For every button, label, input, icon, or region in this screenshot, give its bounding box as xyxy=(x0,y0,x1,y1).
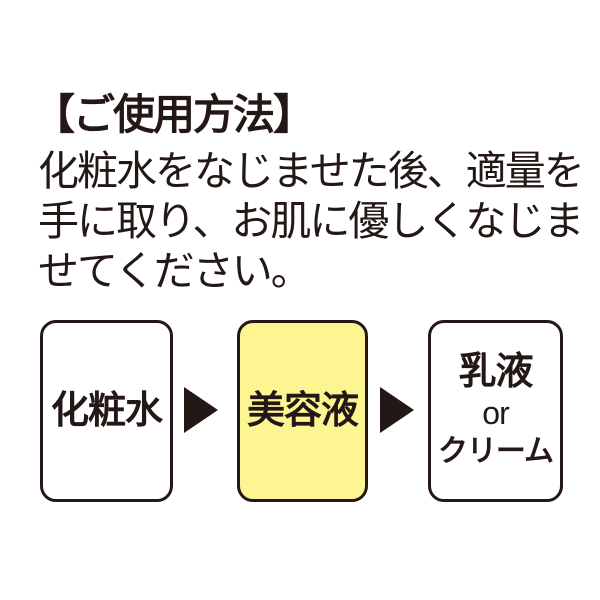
flow-step-serum: 美容液 xyxy=(237,320,368,502)
instruction-line: せてください。 xyxy=(38,248,312,294)
instruction-line: 化粧水をなじませた後、適量を xyxy=(38,148,585,194)
usage-flow-diagram: 化粧水 美容液 乳液 or クリーム xyxy=(0,320,600,502)
flow-step-label: or xyxy=(482,395,509,431)
arrow-right-icon xyxy=(184,387,218,433)
flow-step-milk-or-cream: 乳液 or クリーム xyxy=(428,320,563,502)
instruction-line: 手に取り、お肌に優しくなじま xyxy=(38,198,584,244)
usage-instructions: 化粧水をなじませた後、適量を 手に取り、お肌に優しくなじま せてください。 xyxy=(38,146,585,296)
arrow-right-icon xyxy=(380,387,414,433)
flow-step-label: 乳液 xyxy=(458,351,533,393)
flow-step-label: 美容液 xyxy=(246,390,359,432)
usage-title: 【ご使用方法】 xyxy=(33,91,315,138)
flow-step-label: 化粧水 xyxy=(50,390,163,432)
flow-step-lotion: 化粧水 xyxy=(40,320,173,502)
flow-step-label: クリーム xyxy=(437,435,554,468)
